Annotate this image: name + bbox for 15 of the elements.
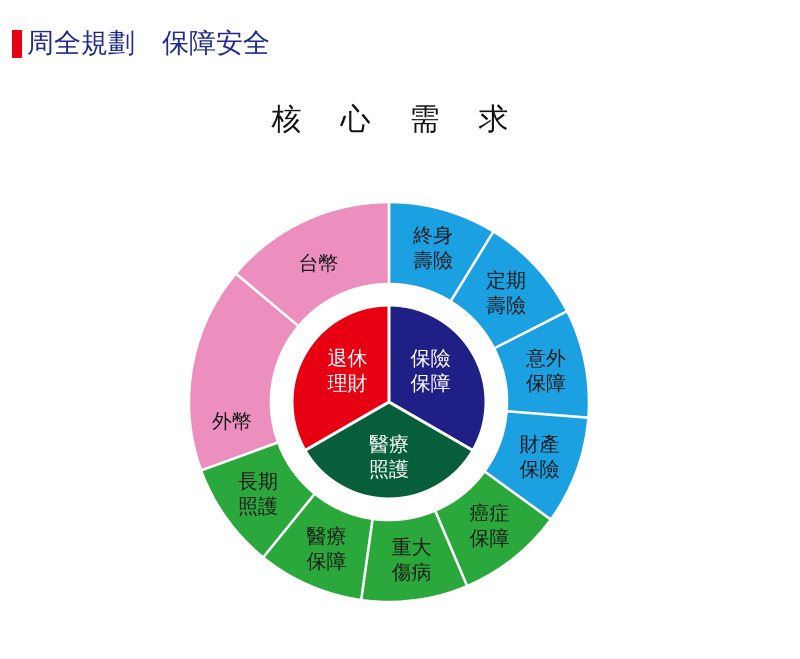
sector-label: 保險保障 bbox=[410, 346, 451, 396]
segment-label: 終身壽險 bbox=[413, 223, 454, 274]
sector-label: 醫療照護 bbox=[369, 432, 409, 482]
segment-label: 意外保障 bbox=[526, 346, 566, 396]
page-title: 周全規劃 保障安全 bbox=[27, 27, 270, 61]
segment-label: 財產保險 bbox=[519, 432, 560, 482]
chart-heading: 核心需求 bbox=[270, 101, 548, 139]
segment-label: 定期壽險 bbox=[486, 268, 526, 318]
segment-label: 台幣 bbox=[298, 251, 339, 276]
segment-label: 癌症保障 bbox=[470, 501, 510, 552]
segment-label: 長期照護 bbox=[238, 468, 278, 519]
segment-label: 醫療保障 bbox=[306, 524, 346, 574]
segment-label: 重大傷病 bbox=[391, 535, 432, 586]
segment-label: 外幣 bbox=[212, 408, 252, 434]
sector-label: 退休理財 bbox=[327, 346, 368, 396]
